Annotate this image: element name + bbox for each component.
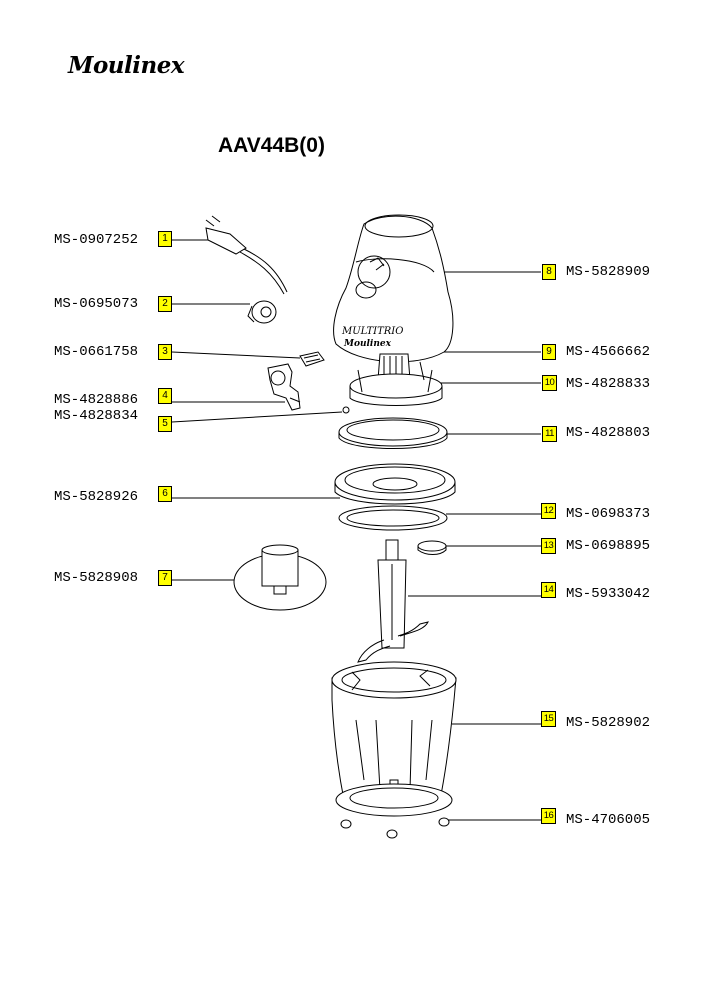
model-title: AAV44B(0) bbox=[218, 134, 325, 157]
callout-15: 15 bbox=[541, 711, 556, 727]
storage-lid-part bbox=[233, 544, 327, 611]
part-code-5: MS-4828834 bbox=[54, 408, 139, 424]
callout-3: 3 bbox=[158, 344, 172, 360]
callout-8: 8 bbox=[542, 264, 556, 280]
part-code-1: MS-0907252 bbox=[54, 232, 139, 248]
switch-part bbox=[299, 351, 325, 367]
callout-2: 2 bbox=[158, 296, 172, 312]
part-code-13: MS-0698895 bbox=[566, 538, 651, 554]
callout-1: 1 bbox=[158, 231, 172, 247]
part-code-16: MS-4706005 bbox=[566, 812, 651, 828]
feet-part bbox=[340, 817, 450, 839]
motor-brand-label: Moulinex bbox=[343, 339, 392, 349]
part-code-15: MS-5828902 bbox=[566, 715, 651, 731]
part-code-14: MS-5933042 bbox=[566, 586, 651, 602]
callout-12: 12 bbox=[541, 503, 556, 519]
part-code-6: MS-5828926 bbox=[54, 489, 139, 505]
callout-5: 5 bbox=[158, 416, 172, 432]
callout-6: 6 bbox=[158, 486, 172, 502]
bowl-lid-part bbox=[334, 463, 456, 505]
motor-housing-part bbox=[333, 214, 454, 363]
part-code-8: MS-5828909 bbox=[566, 264, 651, 280]
callout-11: 11 bbox=[542, 426, 557, 442]
callout-13: 13 bbox=[541, 538, 556, 554]
bowl-part bbox=[331, 661, 457, 817]
part-code-10: MS-4828833 bbox=[566, 376, 651, 392]
cap-part bbox=[417, 540, 447, 555]
moulinex-logo: Moulinex bbox=[68, 52, 185, 79]
part-code-9: MS-4566662 bbox=[566, 344, 651, 360]
part-code-3: MS-0661758 bbox=[54, 344, 139, 360]
motor-base-part bbox=[349, 353, 443, 406]
callout-16: 16 bbox=[541, 808, 556, 824]
bushing-part bbox=[247, 300, 277, 324]
part-code-12: MS-0698373 bbox=[566, 506, 651, 522]
part-code-7: MS-5828908 bbox=[54, 570, 139, 586]
callout-9: 9 bbox=[542, 344, 556, 360]
part-code-2: MS-0695073 bbox=[54, 296, 139, 312]
callout-7: 7 bbox=[158, 570, 172, 586]
gasket-part bbox=[338, 505, 448, 531]
spring-part bbox=[342, 406, 350, 414]
safety-mechanism-part bbox=[267, 363, 301, 411]
part-code-4: MS-4828886 bbox=[54, 392, 139, 408]
seal-ring-part bbox=[338, 417, 448, 449]
power-cord-part bbox=[205, 215, 288, 295]
multitrio-label: MULTITRIO bbox=[341, 326, 403, 337]
callout-10: 10 bbox=[542, 375, 557, 391]
callout-4: 4 bbox=[158, 388, 172, 404]
callout-14: 14 bbox=[541, 582, 556, 598]
blade-assembly-part bbox=[357, 539, 429, 663]
part-code-11: MS-4828803 bbox=[566, 425, 651, 441]
